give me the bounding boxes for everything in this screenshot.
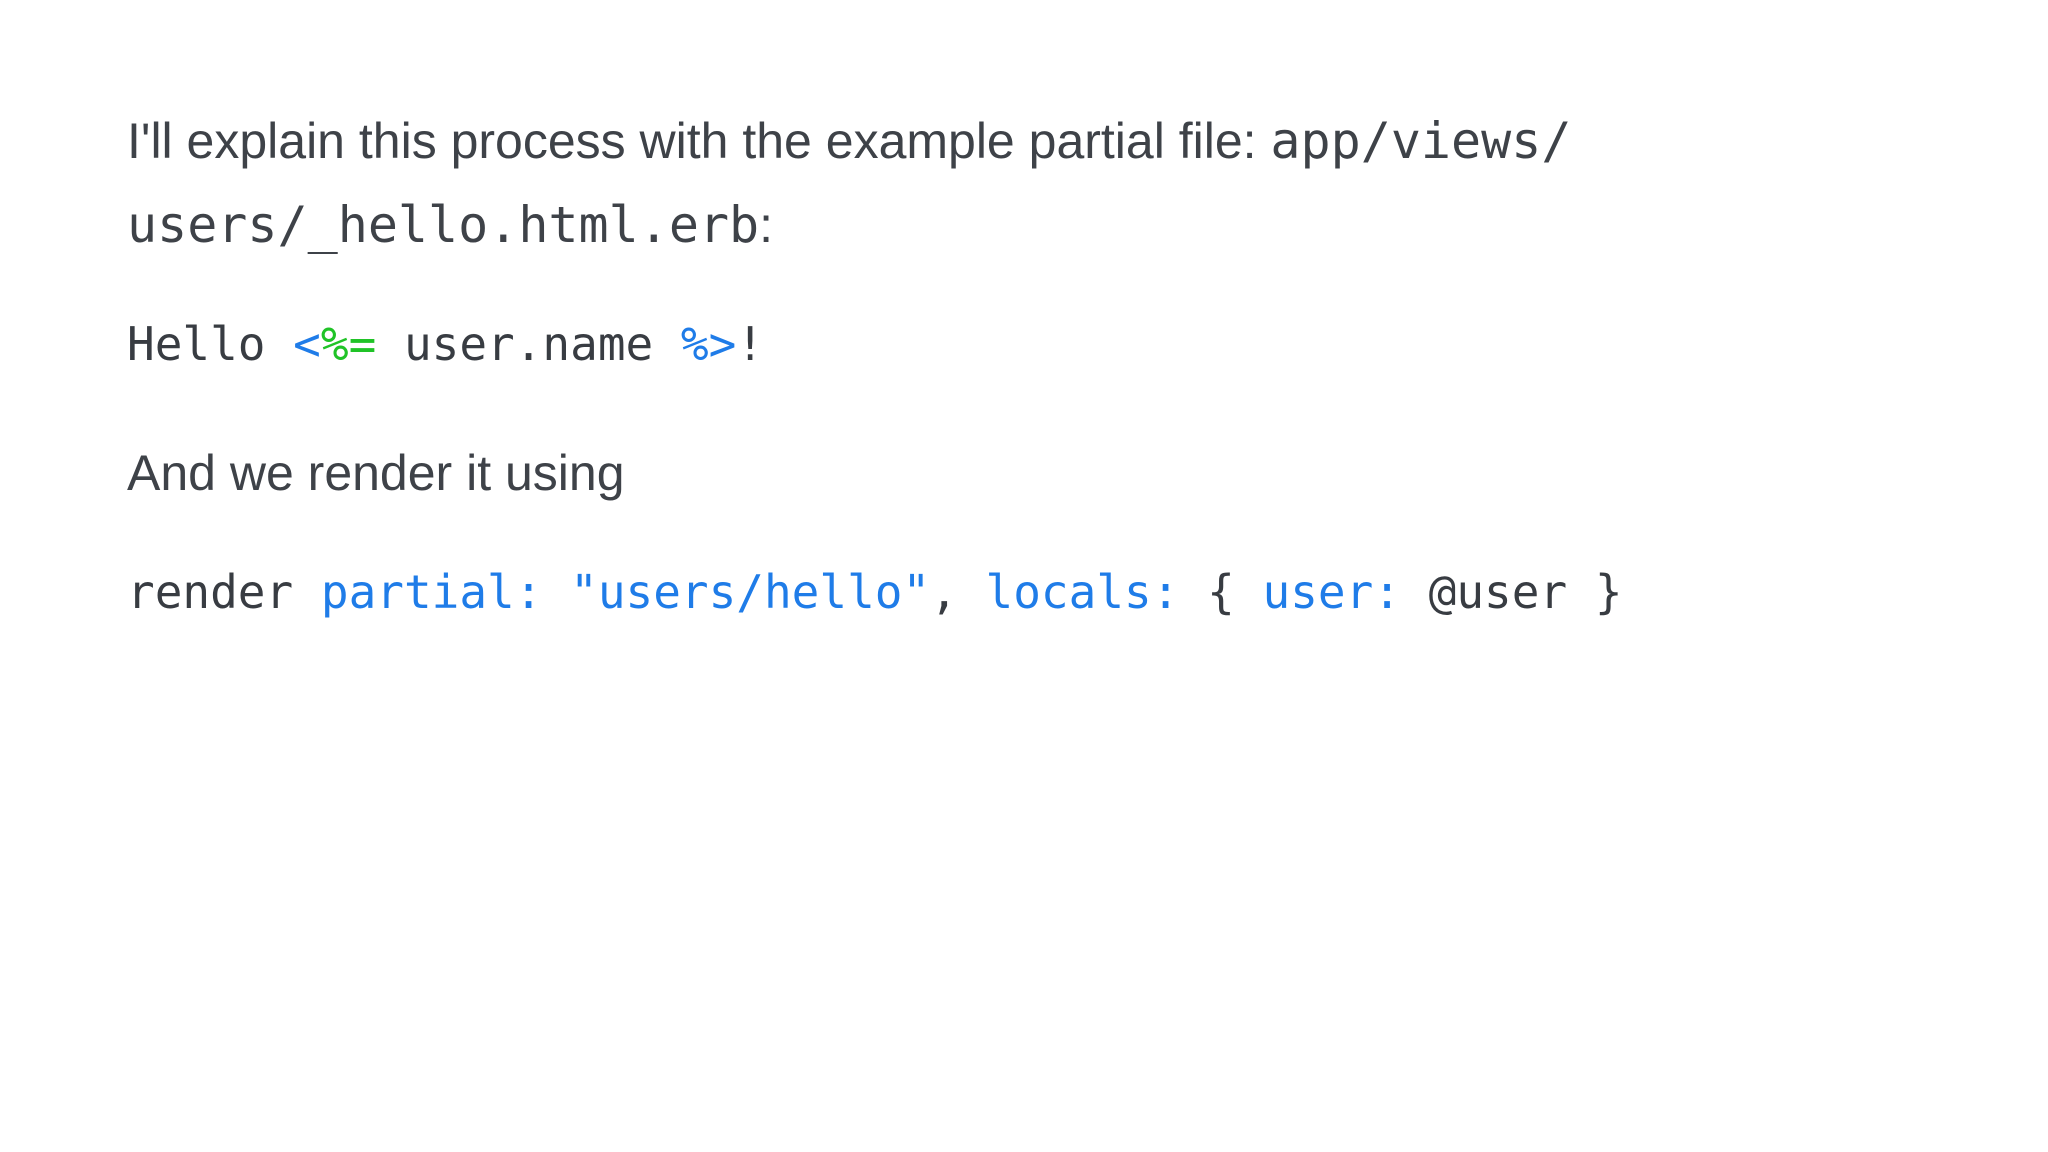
text-segment: user:	[1262, 565, 1429, 619]
render-intro-paragraph: And we render it using	[127, 445, 625, 501]
text-segment: %=	[320, 317, 377, 371]
render-code-line: render partial: "users/hello", locals: {…	[127, 561, 1928, 623]
text-segment: ,	[930, 565, 986, 619]
text-segment: users/_hello.html.erb	[127, 196, 760, 254]
erb-code-line: Hello <%= user.name %>!	[127, 313, 1928, 375]
text-segment: @user	[1428, 565, 1595, 619]
text-segment: user.name	[376, 317, 681, 371]
text-segment: %>	[680, 317, 737, 371]
text-segment: <	[293, 317, 321, 371]
text-segment: locals:	[985, 565, 1208, 619]
text-segment: }	[1594, 565, 1623, 619]
text-segment: app/views/	[1270, 112, 1572, 170]
text-segment: !	[736, 317, 764, 371]
text-segment: partial:	[320, 565, 571, 619]
text-segment: {	[1207, 565, 1263, 619]
text-segment: I'll explain this process with the examp…	[127, 113, 1271, 169]
text-segment: "users/hello"	[570, 565, 931, 619]
text-segment: :	[759, 197, 774, 253]
text-segment: render	[127, 565, 321, 619]
text-segment: Hello	[127, 317, 294, 371]
intro-paragraph: I'll explain this process with the examp…	[127, 99, 1928, 267]
